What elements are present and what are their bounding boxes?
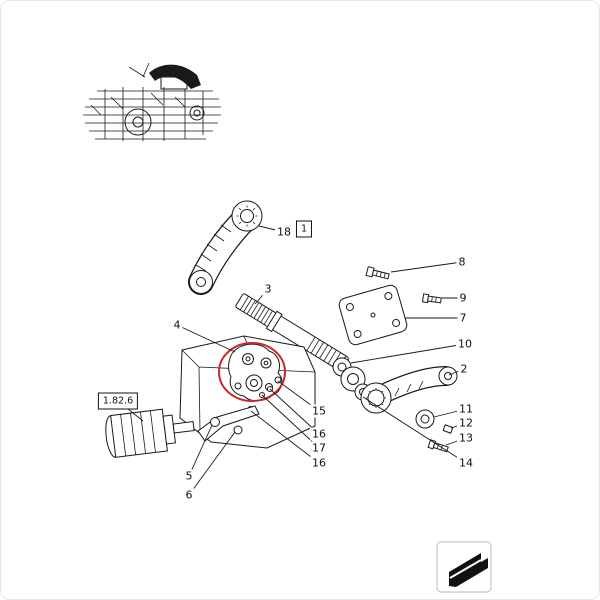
leader-line-16 — [250, 410, 320, 464]
leader-line-5 — [188, 424, 213, 477]
bolt-12 — [442, 424, 454, 434]
callout-16[interactable]: 16 — [310, 427, 328, 441]
hydraulic-cylinder — [105, 408, 195, 458]
callout-15[interactable]: 15 — [310, 404, 328, 418]
leader-line-10 — [350, 343, 466, 364]
callout-1.82.6-box[interactable]: 1.82.6 — [97, 392, 139, 410]
callout-17[interactable]: 17 — [310, 441, 328, 455]
pin-6 — [233, 425, 243, 435]
lift-arm-18 — [188, 200, 263, 295]
bolt-9 — [421, 293, 442, 304]
bolt-8 — [365, 266, 390, 280]
support-plate-7 — [338, 284, 408, 346]
leader-line-14 — [362, 396, 467, 464]
callout-13[interactable]: 13 — [457, 431, 475, 445]
next-sheet-button[interactable] — [436, 541, 492, 593]
washer-11 — [415, 409, 435, 429]
highlight-circle — [218, 342, 286, 402]
callout-2[interactable]: 2 — [458, 362, 470, 376]
leader-line-8 — [390, 261, 463, 273]
machine-overview-thumbnail — [83, 62, 221, 141]
leader-line-6 — [188, 431, 236, 496]
leader-line-4 — [176, 324, 236, 353]
callout-4[interactable]: 4 — [171, 318, 183, 332]
callout-5[interactable]: 5 — [183, 469, 195, 483]
callout-11[interactable]: 11 — [457, 402, 475, 416]
callout-10[interactable]: 10 — [456, 337, 474, 351]
callout-6[interactable]: 6 — [183, 488, 195, 502]
callout-1-box[interactable]: 1 — [295, 220, 313, 238]
callout-12[interactable]: 12 — [457, 416, 475, 430]
leader-line-16 — [269, 388, 320, 435]
callout-8[interactable]: 8 — [456, 255, 468, 269]
callout-9[interactable]: 9 — [457, 291, 469, 305]
callout-3[interactable]: 3 — [262, 282, 274, 296]
callout-16[interactable]: 16 — [310, 456, 328, 470]
leader-line-17 — [261, 394, 320, 449]
callout-14[interactable]: 14 — [457, 456, 475, 470]
callout-7[interactable]: 7 — [457, 311, 469, 325]
callout-18[interactable]: 18 — [275, 225, 293, 239]
